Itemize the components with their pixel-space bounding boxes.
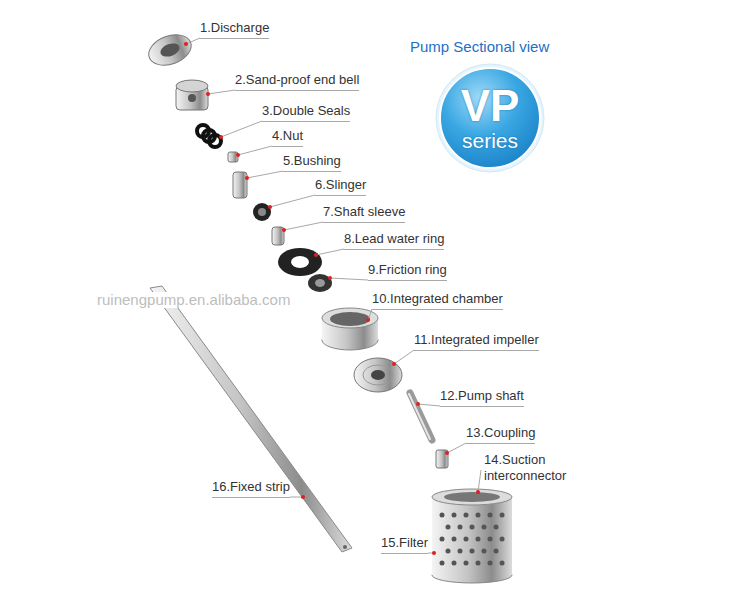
diagram-title: Pump Sectional view xyxy=(410,38,549,56)
discharge-flange xyxy=(145,29,196,70)
part-label: 2.Sand-proof end bell xyxy=(235,72,359,91)
slinger-bore xyxy=(258,208,266,216)
part-label: 16.Fixed strip xyxy=(212,479,290,498)
ring-hole xyxy=(291,256,309,268)
leader-line xyxy=(330,278,368,280)
badge-outer-ring xyxy=(436,64,544,172)
leader-dot xyxy=(445,451,449,455)
coupling-part xyxy=(436,450,448,468)
end-bell-part xyxy=(176,80,208,110)
part-label: 15.Filter xyxy=(381,535,428,554)
leader-dot xyxy=(328,276,332,280)
badge-disc xyxy=(440,68,540,168)
chamber-top xyxy=(322,308,378,328)
leader-line xyxy=(284,222,323,230)
fixed-strip xyxy=(150,286,352,552)
leader-dot xyxy=(432,551,436,555)
leader-dot xyxy=(366,318,370,322)
part-label: 3.Double Seals xyxy=(262,103,350,122)
leader-dot xyxy=(282,228,286,232)
leader-line xyxy=(394,350,414,364)
impeller-disc xyxy=(354,358,402,392)
leader-dot xyxy=(236,153,240,157)
nut-part xyxy=(228,152,238,162)
part-label: 7.Shaft sleeve xyxy=(323,204,405,223)
shaft-highlight xyxy=(409,394,430,439)
end-bell-top xyxy=(176,80,208,92)
discharge-part xyxy=(145,29,196,70)
leader-line xyxy=(221,121,262,137)
part-label: 12.Pump shaft xyxy=(440,388,524,407)
filter-wall xyxy=(432,497,512,575)
lead-water-ring-part xyxy=(278,248,322,276)
bushing-part xyxy=(233,172,247,198)
filter-part xyxy=(432,489,512,583)
leader-dot xyxy=(476,490,480,494)
part-label: 10.Integrated chamber xyxy=(372,291,503,310)
leader-line xyxy=(208,90,235,94)
interconnector-top xyxy=(432,489,512,505)
part-label: 13.Coupling xyxy=(466,425,535,444)
leader-line xyxy=(247,171,283,178)
part-label: 8.Lead water ring xyxy=(344,231,444,250)
series-code: VP xyxy=(461,83,520,129)
interconnector-opening xyxy=(444,492,500,502)
part-label: 9.Friction ring xyxy=(368,262,447,281)
leader-dot xyxy=(268,205,272,209)
part-label: 14.Suction interconnector xyxy=(484,452,589,486)
leader-dot xyxy=(301,495,305,499)
leader-dot xyxy=(184,42,188,46)
watermark: ruinengpump.en.alibaba.com xyxy=(95,292,292,308)
chamber-part xyxy=(322,308,378,350)
impeller-part xyxy=(354,358,402,392)
leader-line xyxy=(447,443,466,453)
series-word: series xyxy=(462,129,518,153)
double-seals-part xyxy=(197,125,221,147)
part-label: 1.Discharge xyxy=(200,20,269,39)
part-label: 4.Nut xyxy=(272,128,303,147)
slinger-part xyxy=(253,203,271,221)
ring-hole xyxy=(315,279,325,287)
leader-line xyxy=(238,146,272,155)
impeller-hub xyxy=(371,370,385,380)
leader-line xyxy=(270,195,315,207)
part-label: 6.Slinger xyxy=(315,177,366,196)
filter-holes xyxy=(440,513,505,566)
end-bell-bore xyxy=(188,94,196,102)
part-label: 11.Integrated impeller xyxy=(414,332,539,351)
leader-dot xyxy=(206,92,210,96)
leader-line xyxy=(316,249,344,255)
leader-line xyxy=(186,38,200,44)
friction-ring-part xyxy=(308,274,332,292)
strip-bolt xyxy=(343,545,347,549)
series-badge: VPseries xyxy=(435,63,545,173)
leader-line xyxy=(478,470,481,492)
impeller-ring xyxy=(363,365,393,385)
part-label: 5.Bushing xyxy=(283,153,341,172)
leader-line xyxy=(418,404,440,406)
chamber-opening xyxy=(330,312,370,326)
leader-dot xyxy=(392,362,396,366)
discharge-hole xyxy=(159,41,182,59)
leader-dot xyxy=(245,176,249,180)
leader-dot xyxy=(219,135,223,139)
leader-dot xyxy=(314,253,318,257)
leader-dot xyxy=(416,402,420,406)
pump-shaft-part xyxy=(410,393,432,440)
